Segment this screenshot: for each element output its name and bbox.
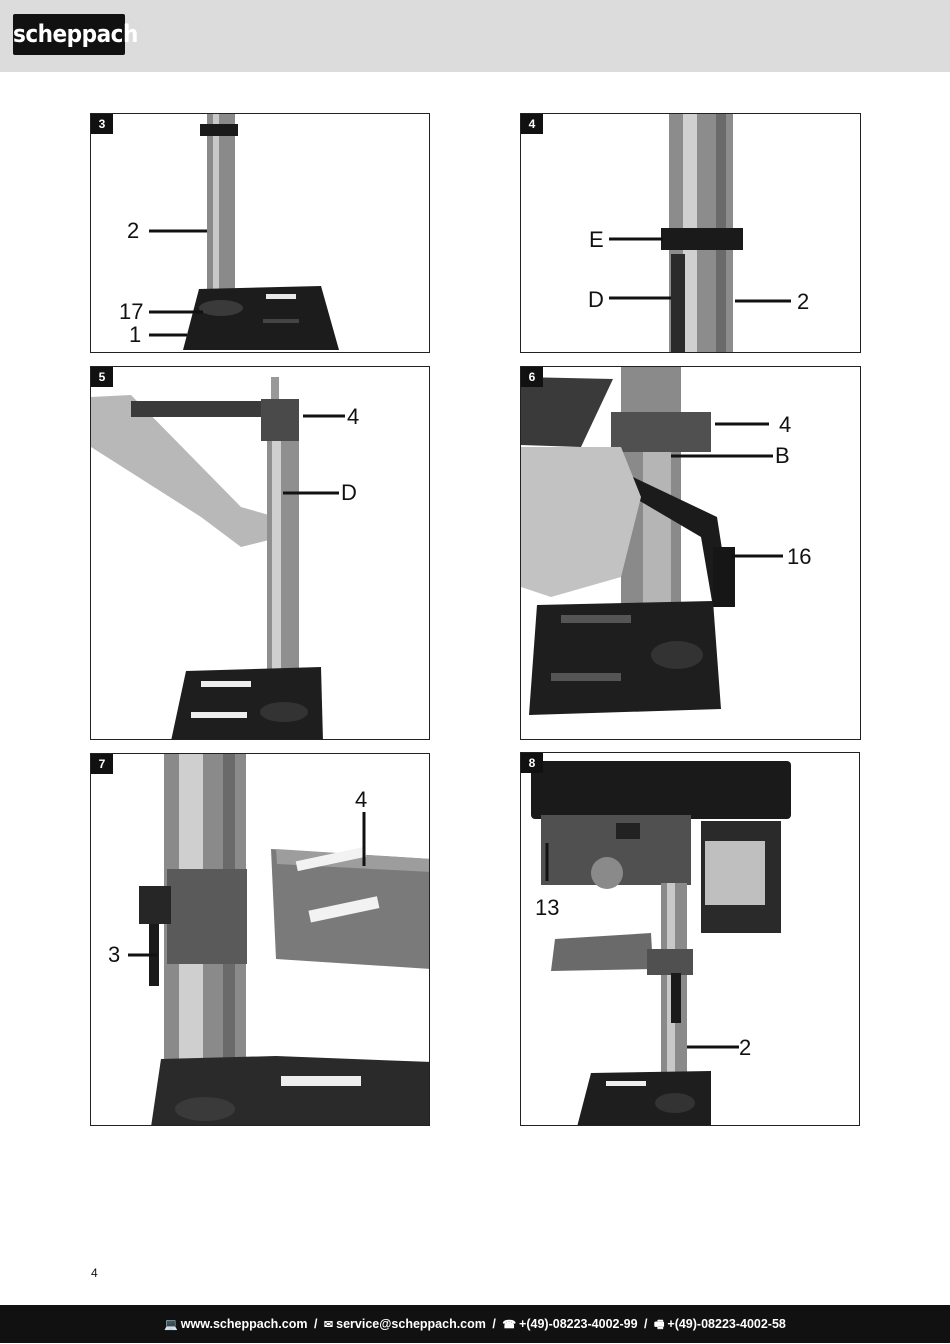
figure-number: 7 xyxy=(91,754,113,774)
figure-7-illustration xyxy=(128,754,429,1125)
footer: 💻www.scheppach.com / ✉service@scheppach.… xyxy=(0,1305,950,1343)
callout-label: 1 xyxy=(129,322,142,347)
figure-3-illustration xyxy=(149,114,339,350)
page-number: 4 xyxy=(91,1266,98,1280)
email-icon: ✉ xyxy=(323,1319,334,1331)
footer-email[interactable]: service@scheppach.com xyxy=(336,1317,486,1331)
callout-label: 13 xyxy=(535,895,560,920)
phone-icon: ☎ xyxy=(502,1319,517,1331)
footer-website[interactable]: www.scheppach.com xyxy=(180,1317,308,1331)
figure-4-illustration xyxy=(609,114,791,352)
footer-separator: / xyxy=(644,1317,648,1331)
figure-6-illustration xyxy=(521,367,783,715)
footer-separator: / xyxy=(313,1317,318,1331)
figure-7: 7 4 3 xyxy=(90,753,430,1126)
callout-label: 16 xyxy=(787,544,812,569)
callout-label: 17 xyxy=(119,299,144,324)
callout-label: 4 xyxy=(355,787,368,812)
figure-number: 4 xyxy=(521,114,543,134)
figure-4: 4 E D 2 xyxy=(520,113,861,353)
figure-number: 3 xyxy=(91,114,113,134)
callout-label: 4 xyxy=(779,412,792,437)
callout-label: B xyxy=(775,443,790,468)
figure-number: 8 xyxy=(521,753,543,773)
fax-icon: 🖷 xyxy=(654,1319,665,1331)
figure-number: 6 xyxy=(521,367,543,387)
callout-label: E xyxy=(589,227,604,252)
figure-number: 5 xyxy=(91,367,113,387)
figure-3: 3 2 17 1 xyxy=(90,113,430,353)
header-band: scheppach xyxy=(0,0,950,72)
figure-5-illustration xyxy=(91,377,345,739)
scheppach-logo: scheppach xyxy=(13,14,138,55)
figure-8-illustration xyxy=(531,761,791,1125)
callout-label: D xyxy=(588,287,604,312)
figure-6: 6 4 B 16 xyxy=(520,366,861,740)
footer-fax: +(49)-08223-4002-58 xyxy=(667,1317,786,1331)
monitor-icon: 💻 xyxy=(164,1319,178,1331)
callout-label: 2 xyxy=(127,218,140,243)
callout-label: 4 xyxy=(347,404,360,429)
callout-label: D xyxy=(341,480,357,505)
callout-label: 2 xyxy=(797,289,810,314)
figure-5: 5 4 D xyxy=(90,366,430,740)
footer-separator: / xyxy=(492,1317,496,1331)
figure-8: 8 13 2 xyxy=(520,752,860,1126)
footer-phone: +(49)-08223-4002-99 xyxy=(519,1317,638,1331)
callout-label: 2 xyxy=(739,1035,752,1060)
callout-label: 3 xyxy=(108,942,121,967)
